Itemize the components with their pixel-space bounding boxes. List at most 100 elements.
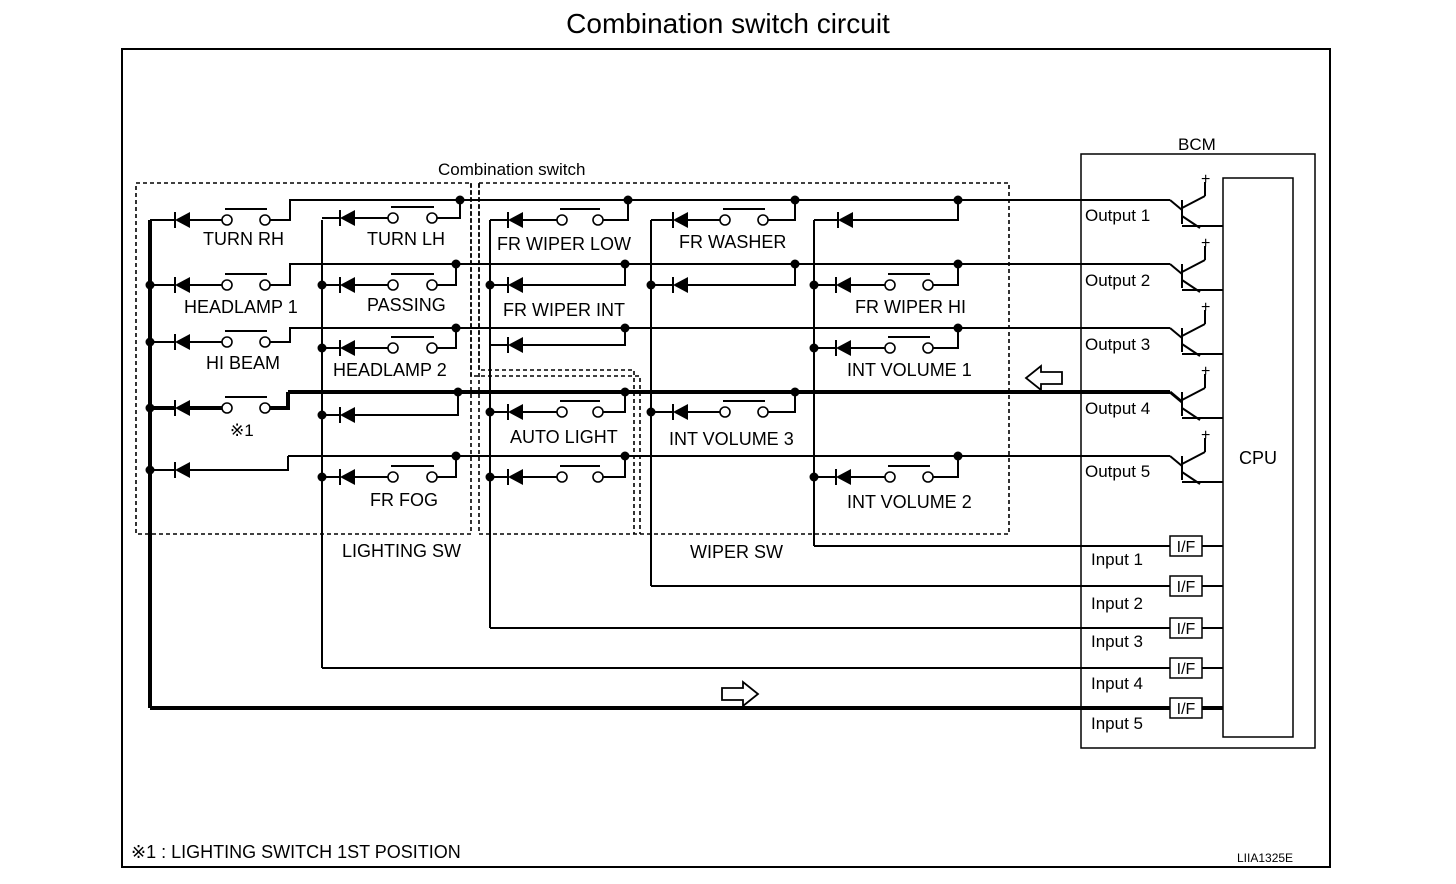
diode-passing (339, 277, 355, 293)
switch-contact (387, 342, 399, 354)
wire (190, 456, 289, 471)
junction-bus (317, 472, 327, 482)
transistor-base (1169, 390, 1183, 404)
switch-auto-light-2 (556, 465, 604, 483)
diode-triangle (673, 277, 688, 293)
diagram-frame (121, 48, 1331, 868)
label-headlamp-2: HEADLAMP 2 (333, 360, 447, 380)
diode-triangle (836, 277, 851, 293)
junction-output-2 (451, 259, 461, 269)
junction-bus (145, 280, 155, 290)
junction-output-2 (953, 259, 963, 269)
switch-contact (426, 279, 438, 291)
page-title: Combination switch circuit (566, 8, 890, 39)
diode-triangle (508, 404, 523, 420)
wire (688, 264, 796, 286)
junction-output-5 (451, 451, 461, 461)
diode-headlamp-1 (174, 277, 190, 293)
interface-label: I/F (1177, 539, 1196, 556)
switch-contact (592, 471, 604, 483)
label-hi-beam: HI BEAM (206, 353, 280, 373)
wire (523, 264, 626, 286)
diode-hi-beam (174, 334, 190, 350)
junction-bus (809, 280, 819, 290)
transistor-output-5 (1169, 438, 1223, 485)
switch-turn-lh (387, 206, 438, 224)
diode-fr-wiper-int-2 (672, 277, 688, 293)
diode-turn-rh (174, 212, 190, 228)
combination-switch-label: Combination switch (438, 160, 585, 179)
diode-triangle (340, 407, 355, 423)
lighting-sw-label: LIGHTING SW (342, 541, 461, 561)
switch-contact (426, 342, 438, 354)
diode-triangle (340, 469, 355, 485)
diode-auto-light-2 (507, 469, 523, 485)
switch-contact (922, 342, 934, 354)
diode-turn-lh (339, 210, 355, 226)
junction-bus (317, 343, 327, 353)
wire (933, 456, 959, 478)
switch-contact (556, 406, 568, 418)
wire (437, 328, 457, 349)
switch-contact (259, 336, 271, 348)
switch-contact (387, 279, 399, 291)
diode-int-volume-1 (835, 340, 851, 356)
wire (437, 456, 457, 478)
switch-auto-light (556, 400, 604, 418)
footnote: ※1 : LIGHTING SWITCH 1ST POSITION (131, 842, 461, 862)
input-3-label: Input 3 (1091, 632, 1143, 651)
junction-bus (809, 472, 819, 482)
junction-output-3 (953, 323, 963, 333)
switch-fr-fog (387, 465, 438, 483)
label-int-volume-1: INT VOLUME 1 (847, 360, 972, 380)
diode-auto-light (507, 404, 523, 420)
wire (933, 328, 959, 349)
diode-triangle (508, 212, 523, 228)
diode-triangle (836, 469, 851, 485)
diode-triangle (508, 469, 523, 485)
plus-sign: + (1201, 299, 1210, 316)
switch-fr-wiper-low (556, 208, 604, 226)
junction-output-5 (953, 451, 963, 461)
junction-output-4 (453, 387, 463, 397)
junction-bus (145, 403, 155, 413)
switch-contact (922, 471, 934, 483)
interface-block-input-4 (1169, 657, 1223, 679)
junction-bus (646, 280, 656, 290)
transistor-output-2 (1169, 246, 1223, 293)
interface-label: I/F (1177, 701, 1196, 718)
switch-headlamp-2 (387, 336, 438, 354)
transistor-base (1169, 199, 1183, 211)
wire (603, 456, 626, 478)
transistor-collector (1181, 259, 1206, 273)
junction-output-5 (620, 451, 630, 461)
label-fr-wiper-hi: FR WIPER HI (855, 297, 966, 317)
switch-contact (757, 214, 769, 226)
input-4-label: Input 4 (1091, 674, 1143, 693)
diode-int-volume-2 (835, 469, 851, 485)
junction-bus (145, 337, 155, 347)
components (145, 182, 1223, 719)
switch-hi-beam (221, 330, 271, 348)
plus-sign: + (1201, 235, 1210, 252)
interface-label: I/F (1177, 579, 1196, 596)
switch-contact (719, 214, 731, 226)
label-fr-fog: FR FOG (370, 490, 438, 510)
switch-int-volume-3 (719, 400, 769, 418)
wire (933, 264, 959, 286)
junction-output-1 (623, 195, 633, 205)
diode-triangle (340, 277, 355, 293)
switch-contact (884, 279, 896, 291)
input-5-label: Input 5 (1091, 714, 1143, 733)
diode-out3-link (507, 337, 523, 353)
diode-triangle (340, 210, 355, 226)
transistor-output-4 (1169, 374, 1223, 421)
diode-triangle (838, 212, 853, 228)
junction-output-1 (953, 195, 963, 205)
transistor-collector (1181, 387, 1206, 401)
wire (355, 392, 459, 416)
label-note-mark: ※1 (230, 421, 254, 440)
switch-contact (719, 406, 731, 418)
wire (437, 264, 457, 286)
switch-fr-washer (719, 208, 769, 226)
